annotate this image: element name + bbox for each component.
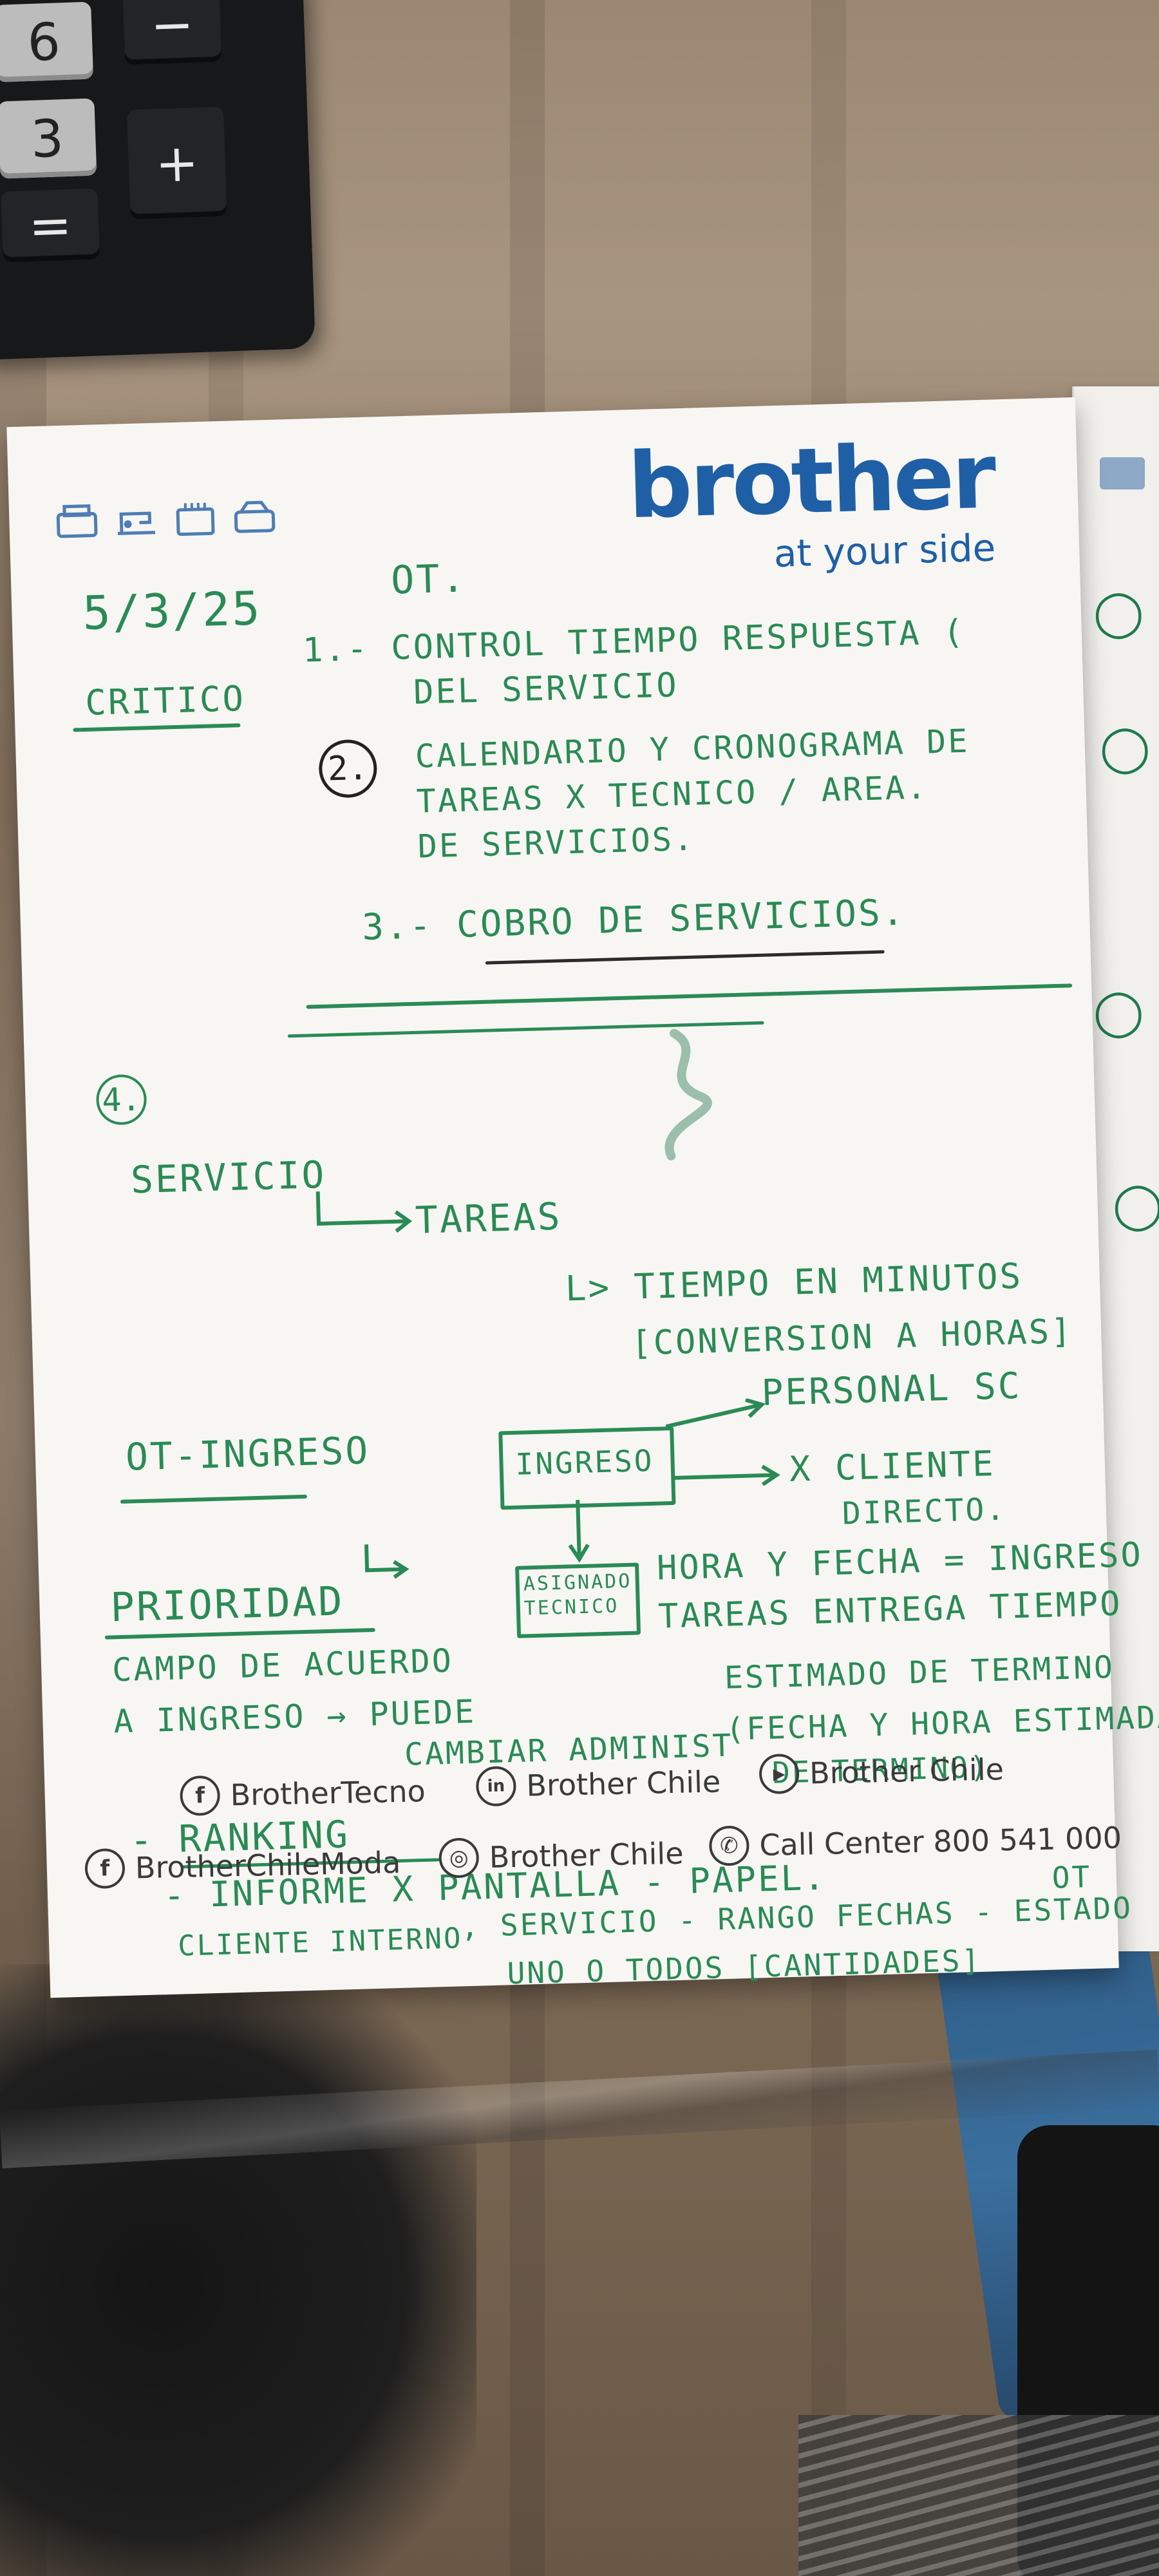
vent-grille: [798, 2415, 1159, 2576]
footer-social-item: in Brother Chile: [475, 1761, 721, 1807]
linkedin-icon: in: [475, 1766, 517, 1807]
handwritten-circle-mark: ◯: [1093, 586, 1144, 639]
handwritten-circle-mark: ◯: [1093, 985, 1144, 1038]
arrow-icon: [674, 1464, 780, 1486]
facebook-icon: f: [84, 1848, 126, 1889]
printer-icons-row: [54, 497, 278, 544]
arrow-down-icon: [568, 1499, 590, 1563]
footer-social-label: Brother Chile: [525, 1764, 721, 1803]
footer-social-label: BrotherChileModa: [135, 1844, 401, 1886]
sewing-machine-icon: [113, 500, 160, 542]
label-printer-icon: [173, 498, 219, 540]
footer-social-item: f BrotherChileModa: [84, 1842, 401, 1889]
dark-object-shadow: [0, 1964, 476, 2576]
footer-social-label: Brother Chile: [809, 1752, 1004, 1791]
footer-social-label: Call Center 800 541 000: [759, 1820, 1122, 1863]
arrow-icon: [316, 1191, 412, 1233]
arrow-icon: [665, 1397, 766, 1429]
footer-social-item: ✆ Call Center 800 541 000: [708, 1817, 1122, 1866]
facebook-icon: f: [179, 1775, 221, 1816]
footer-social-label: BrotherTecno: [230, 1774, 426, 1813]
squiggle-drawing: [664, 1028, 712, 1160]
footer-social-item: f BrotherTecno: [179, 1771, 426, 1816]
instagram-icon: ◎: [438, 1837, 480, 1879]
printer-icon: [54, 502, 100, 543]
footer-social-item: ▶ Brother Chile: [759, 1749, 1004, 1795]
printer-icon: [1100, 457, 1145, 489]
phone-icon: ✆: [708, 1825, 750, 1866]
footer-social-item: ◎ Brother Chile: [438, 1833, 684, 1879]
scanner-icon: [232, 497, 278, 538]
youtube-icon: ▶: [759, 1753, 800, 1795]
footer-social-label: Brother Chile: [489, 1835, 684, 1875]
note-paper: brother at your side 5/3/25 OT. CRITICO …: [6, 397, 1159, 1998]
handwritten-circle-mark: ◯: [1113, 1179, 1159, 1231]
handwritten-circle-mark: ◯: [1100, 721, 1151, 774]
arrow-icon: [364, 1544, 410, 1579]
